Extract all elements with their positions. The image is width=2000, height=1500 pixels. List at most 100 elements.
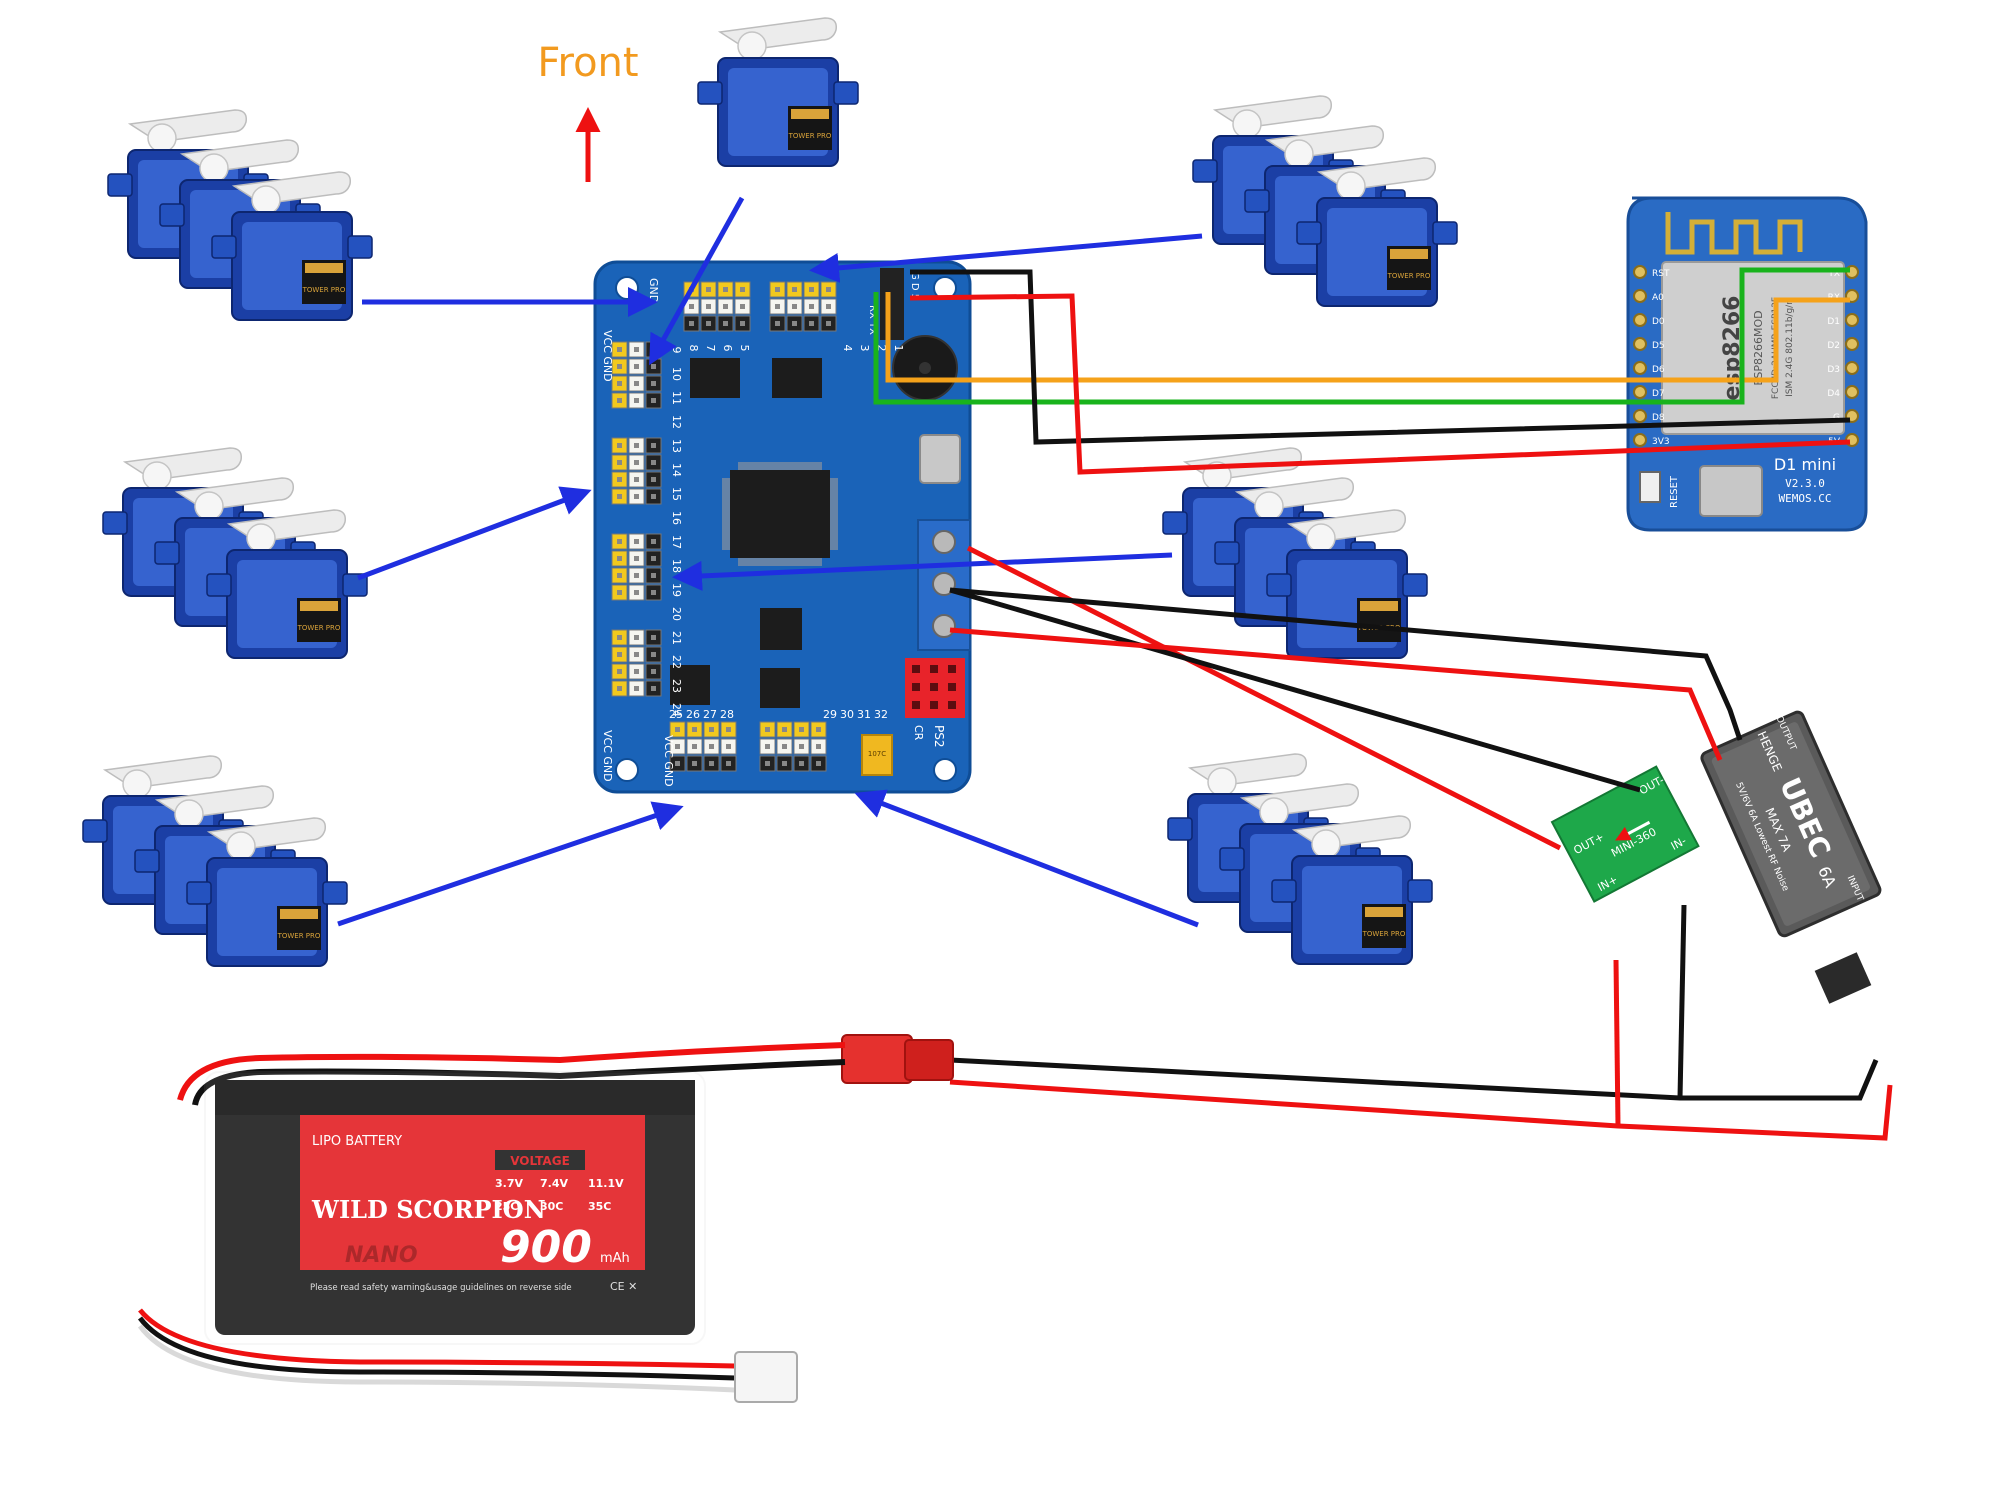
wire-batt-black [949, 1057, 1879, 1101]
battery-warning: Please read safety warning&usage guideli… [310, 1283, 572, 1293]
servo-group-front-left [108, 110, 372, 320]
arrow-rear-right [854, 789, 1199, 928]
silk-vcc-gnd-bottom: VCC GND [601, 730, 614, 782]
bottom-pin-headers [669, 721, 827, 772]
wemos-pin-label: RST [1652, 269, 1670, 279]
ps2-header [905, 658, 965, 718]
wemos-pin-label: D7 [1652, 389, 1665, 399]
servo-head [697, 17, 859, 167]
wemos-pin-label: 3V3 [1652, 437, 1670, 447]
wire-ubec-out-minus [949, 587, 1743, 741]
wemos-pin-label: D3 [1827, 365, 1840, 375]
silk-gd5: G D 5 [909, 272, 920, 300]
battery-voltage: 3.7V [495, 1177, 523, 1190]
servo-group-rear-left [83, 756, 347, 966]
channel-number: 20 [670, 607, 683, 621]
arrow-rear-left [337, 801, 684, 927]
channel-number: 1 [892, 345, 905, 352]
silk-ps2: PS2 [932, 725, 946, 748]
battery-capacity: 900 [500, 1222, 592, 1273]
servo-group-mid-left [103, 448, 367, 658]
buck-direction-arrow-icon [1615, 820, 1651, 841]
channel-number: 23 [670, 679, 683, 693]
wemos-reset-label: RESET [1669, 475, 1680, 508]
esp-module [1661, 261, 1845, 435]
capacitor [861, 734, 893, 776]
mini360-buck-converter: OUT- OUT+ IN+ IN- MINI-360 [1550, 765, 1700, 903]
arrow-head [649, 196, 745, 366]
ubec-regulator: UBEC 6A HENGE MAX 7A 5V/6V 6A Lowest RF … [1700, 710, 1882, 938]
wemos-pin-label: D6 [1652, 365, 1665, 375]
wemos-version: V2.3.0 [1785, 477, 1825, 490]
regulator-chip [772, 358, 822, 398]
wemos-name: D1 mini [1774, 455, 1836, 474]
channel-number: 19 [670, 583, 683, 597]
channel-number: 29 [823, 708, 837, 721]
wemos-pin-label: D5 [1652, 341, 1665, 351]
driver-chip [760, 608, 802, 650]
battery-rating-list: 25C 30C 35C [495, 1200, 611, 1213]
arrow-front-right [809, 233, 1203, 283]
channel-number: 3 [858, 345, 871, 352]
channel-number: 18 [670, 559, 683, 573]
silk-gnd: GND [647, 278, 660, 303]
wire-buck-out-minus [949, 587, 1641, 793]
battery-rating: 30C [540, 1200, 563, 1213]
channel-number: 16 [670, 511, 683, 525]
battery-unit: mAh [600, 1251, 630, 1266]
battery-voltage: 7.4V [540, 1177, 568, 1190]
driver-chip [760, 668, 800, 708]
channel-number: 25 [669, 708, 683, 721]
wemos-pin-label: D4 [1827, 389, 1840, 399]
signal-arrows [337, 196, 1203, 928]
channel-number: 17 [670, 535, 683, 549]
wire-buck-in-minus [1677, 904, 1687, 1099]
regulator-chip [690, 358, 740, 398]
wemos-site: WEMOS.CC [1779, 492, 1832, 505]
micro-usb-port [919, 434, 961, 484]
top-pin-headers [683, 281, 837, 332]
arrow-mid-left [357, 486, 592, 581]
silk-cr: CR [912, 725, 925, 741]
channel-number: 32 [874, 708, 888, 721]
battery-voltage-label: VOLTAGE [510, 1154, 570, 1168]
silk-rx-tx: RX TX [867, 305, 878, 335]
jst-connector [841, 1034, 954, 1084]
battery-nano: NANO [345, 1243, 418, 1268]
ubec-input-connector [1814, 952, 1872, 1004]
wire-green [873, 267, 1850, 405]
servo-group-front-right [1193, 96, 1457, 306]
power-wires [949, 545, 1893, 1141]
battery-rating: 25C [495, 1200, 518, 1213]
battery-label: LIPO BATTERY [312, 1134, 402, 1149]
channel-number: 15 [670, 487, 683, 501]
battery-voltage-list: 3.7V 7.4V 11.1V [495, 1177, 624, 1190]
wire-black-gnd [910, 269, 1851, 445]
silk-vcc-gnd-lower: VCC GND [662, 735, 675, 787]
wemos-d1-mini: esp8266 ESP8266MOD FCC ID:2AHMR-ESP12F I… [1626, 196, 1868, 532]
arrow-mid-right [672, 552, 1173, 591]
driver-chip [670, 665, 710, 705]
balance-connector [734, 1351, 798, 1403]
channel-number: 9 [670, 347, 683, 354]
wemos-reset-button[interactable] [1639, 471, 1661, 503]
battery-voltage: 11.1V [588, 1177, 624, 1190]
capacitor-label: 107C [868, 750, 886, 758]
mcu-chip [730, 470, 830, 558]
wire-buck-in-plus [1613, 959, 1621, 1127]
channel-number: 27 [703, 708, 717, 721]
channel-number: 7 [704, 345, 717, 352]
channel-number: 21 [670, 631, 683, 645]
channel-number: 6 [721, 345, 734, 352]
channel-number: 22 [670, 655, 683, 669]
wire-orange [885, 292, 1850, 383]
channel-number: 14 [670, 463, 683, 477]
uart-header [880, 268, 904, 340]
front-indicator: Front [537, 40, 639, 182]
channel-number: 2 [875, 345, 888, 352]
front-label: Front [537, 40, 638, 86]
silk-vcc-gnd: VCC GND [601, 330, 614, 382]
channel-number: 30 [840, 708, 854, 721]
wemos-pin-label: D0 [1652, 317, 1665, 327]
